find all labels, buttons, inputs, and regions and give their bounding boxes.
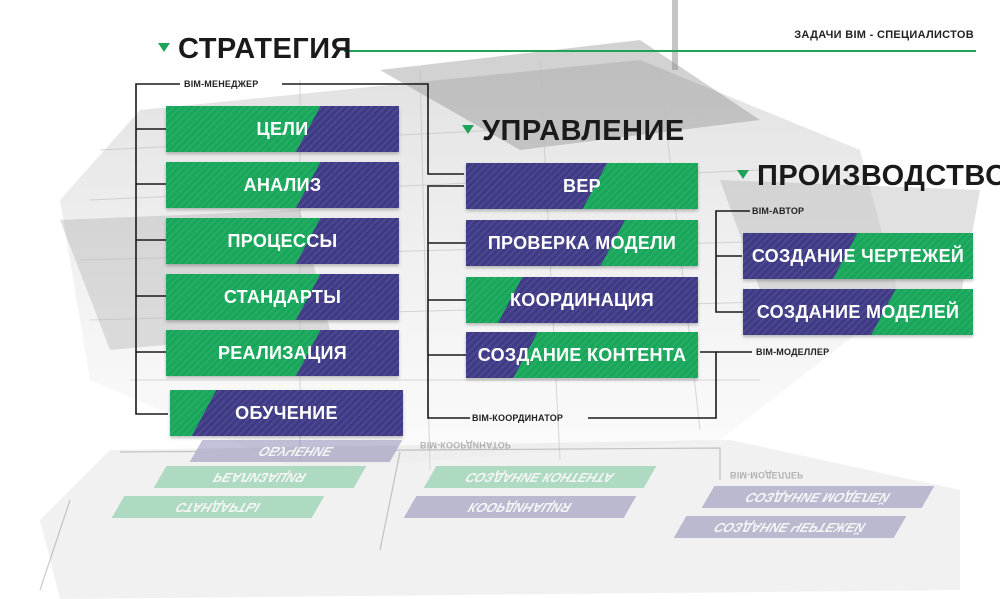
- production-box-drawings: СОЗДАНИЕ ЧЕРТЕЖЕЙ: [743, 233, 973, 279]
- role-label-manager: BIM-МЕНЕДЖЕР: [184, 79, 259, 89]
- reflection-box-coordination: КООРДИНАЦИЯ: [403, 496, 637, 518]
- reflection-text: РЕАЛИЗАЦИЯ: [210, 469, 310, 485]
- strategy-box-standards: СТАНДАРТЫ: [166, 274, 399, 320]
- reflection-box-content: СОЗДАНИЕ КОНТЕНТА: [423, 466, 657, 488]
- reflection-text: СОЗДАНИЕ МОДЕЛЕЙ: [742, 489, 894, 505]
- management-box-model-check: ПРОВЕРКА МОДЕЛИ: [466, 220, 698, 266]
- heading-management: УПРАВЛЕНИЕ: [462, 115, 685, 148]
- strategy-box-implementation: РЕАЛИЗАЦИЯ: [166, 330, 399, 376]
- box-label: СОЗДАНИЕ МОДЕЛЕЙ: [756, 301, 960, 322]
- box-label: АНАЛИЗ: [243, 174, 322, 195]
- box-label: СОЗДАНИЕ ЧЕРТЕЖЕЙ: [751, 245, 965, 266]
- role-label-modeller: BIM-МОДЕЛЛЕР: [756, 347, 830, 357]
- reflection-coordinator-label: BIM-КООРДИНАТОР: [420, 440, 512, 450]
- strategy-box-training: ОБУЧЕНИЕ: [170, 390, 403, 436]
- reflection-text: СТАНДАРТЫ: [172, 499, 264, 515]
- heading-management-text: УПРАВЛЕНИЕ: [482, 115, 685, 147]
- header-rule: [344, 50, 976, 52]
- box-label: ЦЕЛИ: [256, 118, 309, 139]
- box-label: СТАНДАРТЫ: [223, 286, 342, 307]
- strategy-box-processes: ПРОЦЕССЫ: [166, 218, 399, 264]
- reflection-modeller-label: BIM-МОДЕЛЛЕР: [730, 470, 804, 480]
- management-box-bep: ВЕР: [466, 163, 698, 209]
- role-label-coordinator: BIM-КООРДИНАТОР: [472, 413, 564, 423]
- management-box-content: СОЗДАНИЕ КОНТЕНТА: [466, 332, 698, 378]
- heading-strategy: СТРАТЕГИЯ: [158, 33, 352, 66]
- triangle-marker-icon: [462, 124, 474, 134]
- box-label: ПРОЦЕССЫ: [227, 230, 338, 251]
- reflection-text: СОЗДАНИЕ КОНТЕНТА: [462, 469, 618, 485]
- box-label: ОБУЧЕНИЕ: [235, 402, 338, 423]
- reflection-area: ОБУЧЕНИЕ РЕАЛИЗАЦИЯ СТАНДАРТЫ BIM-КООРДИ…: [0, 440, 1000, 599]
- box-label: КООРДИНАЦИЯ: [510, 289, 654, 310]
- box-label: ВЕР: [563, 175, 601, 196]
- reflection-text: СОЗДАНИЕ ЧЕРТЕЖЕЙ: [710, 519, 870, 535]
- page-caption: ЗАДАЧИ BIM - СПЕЦИАЛИСТОВ: [794, 29, 974, 41]
- heading-production-text: ПРОИЗВОДСТВО: [757, 160, 1000, 192]
- reflection-box-models: СОЗДАНИЕ МОДЕЛЕЙ: [701, 486, 935, 508]
- triangle-marker-icon: [737, 169, 749, 179]
- role-label-author: BIM-АВТОР: [752, 206, 805, 216]
- production-box-models: СОЗДАНИЕ МОДЕЛЕЙ: [743, 289, 973, 335]
- reflection-box-standards: СТАНДАРТЫ: [111, 496, 325, 518]
- box-label: СОЗДАНИЕ КОНТЕНТА: [477, 344, 687, 365]
- strategy-box-analysis: АНАЛИЗ: [166, 162, 399, 208]
- box-label: РЕАЛИЗАЦИЯ: [217, 342, 348, 363]
- management-box-coordination: КООРДИНАЦИЯ: [466, 277, 698, 323]
- reflection-text: ОБУЧЕНИЕ: [255, 443, 337, 459]
- reflection-lines: [39, 447, 721, 591]
- reflection-box-drawings: СОЗДАНИЕ ЧЕРТЕЖЕЙ: [673, 516, 907, 538]
- strategy-box-goals: ЦЕЛИ: [166, 106, 399, 152]
- reflection-box-training: ОБУЧЕНИЕ: [189, 440, 403, 462]
- heading-strategy-text: СТРАТЕГИЯ: [178, 33, 352, 65]
- reflection-box-implementation: РЕАЛИЗАЦИЯ: [153, 466, 367, 488]
- reflection-text: КООРДИНАЦИЯ: [464, 499, 576, 515]
- triangle-marker-icon: [158, 42, 170, 52]
- box-label: ПРОВЕРКА МОДЕЛИ: [487, 232, 677, 253]
- heading-production: ПРОИЗВОДСТВО: [737, 160, 1000, 193]
